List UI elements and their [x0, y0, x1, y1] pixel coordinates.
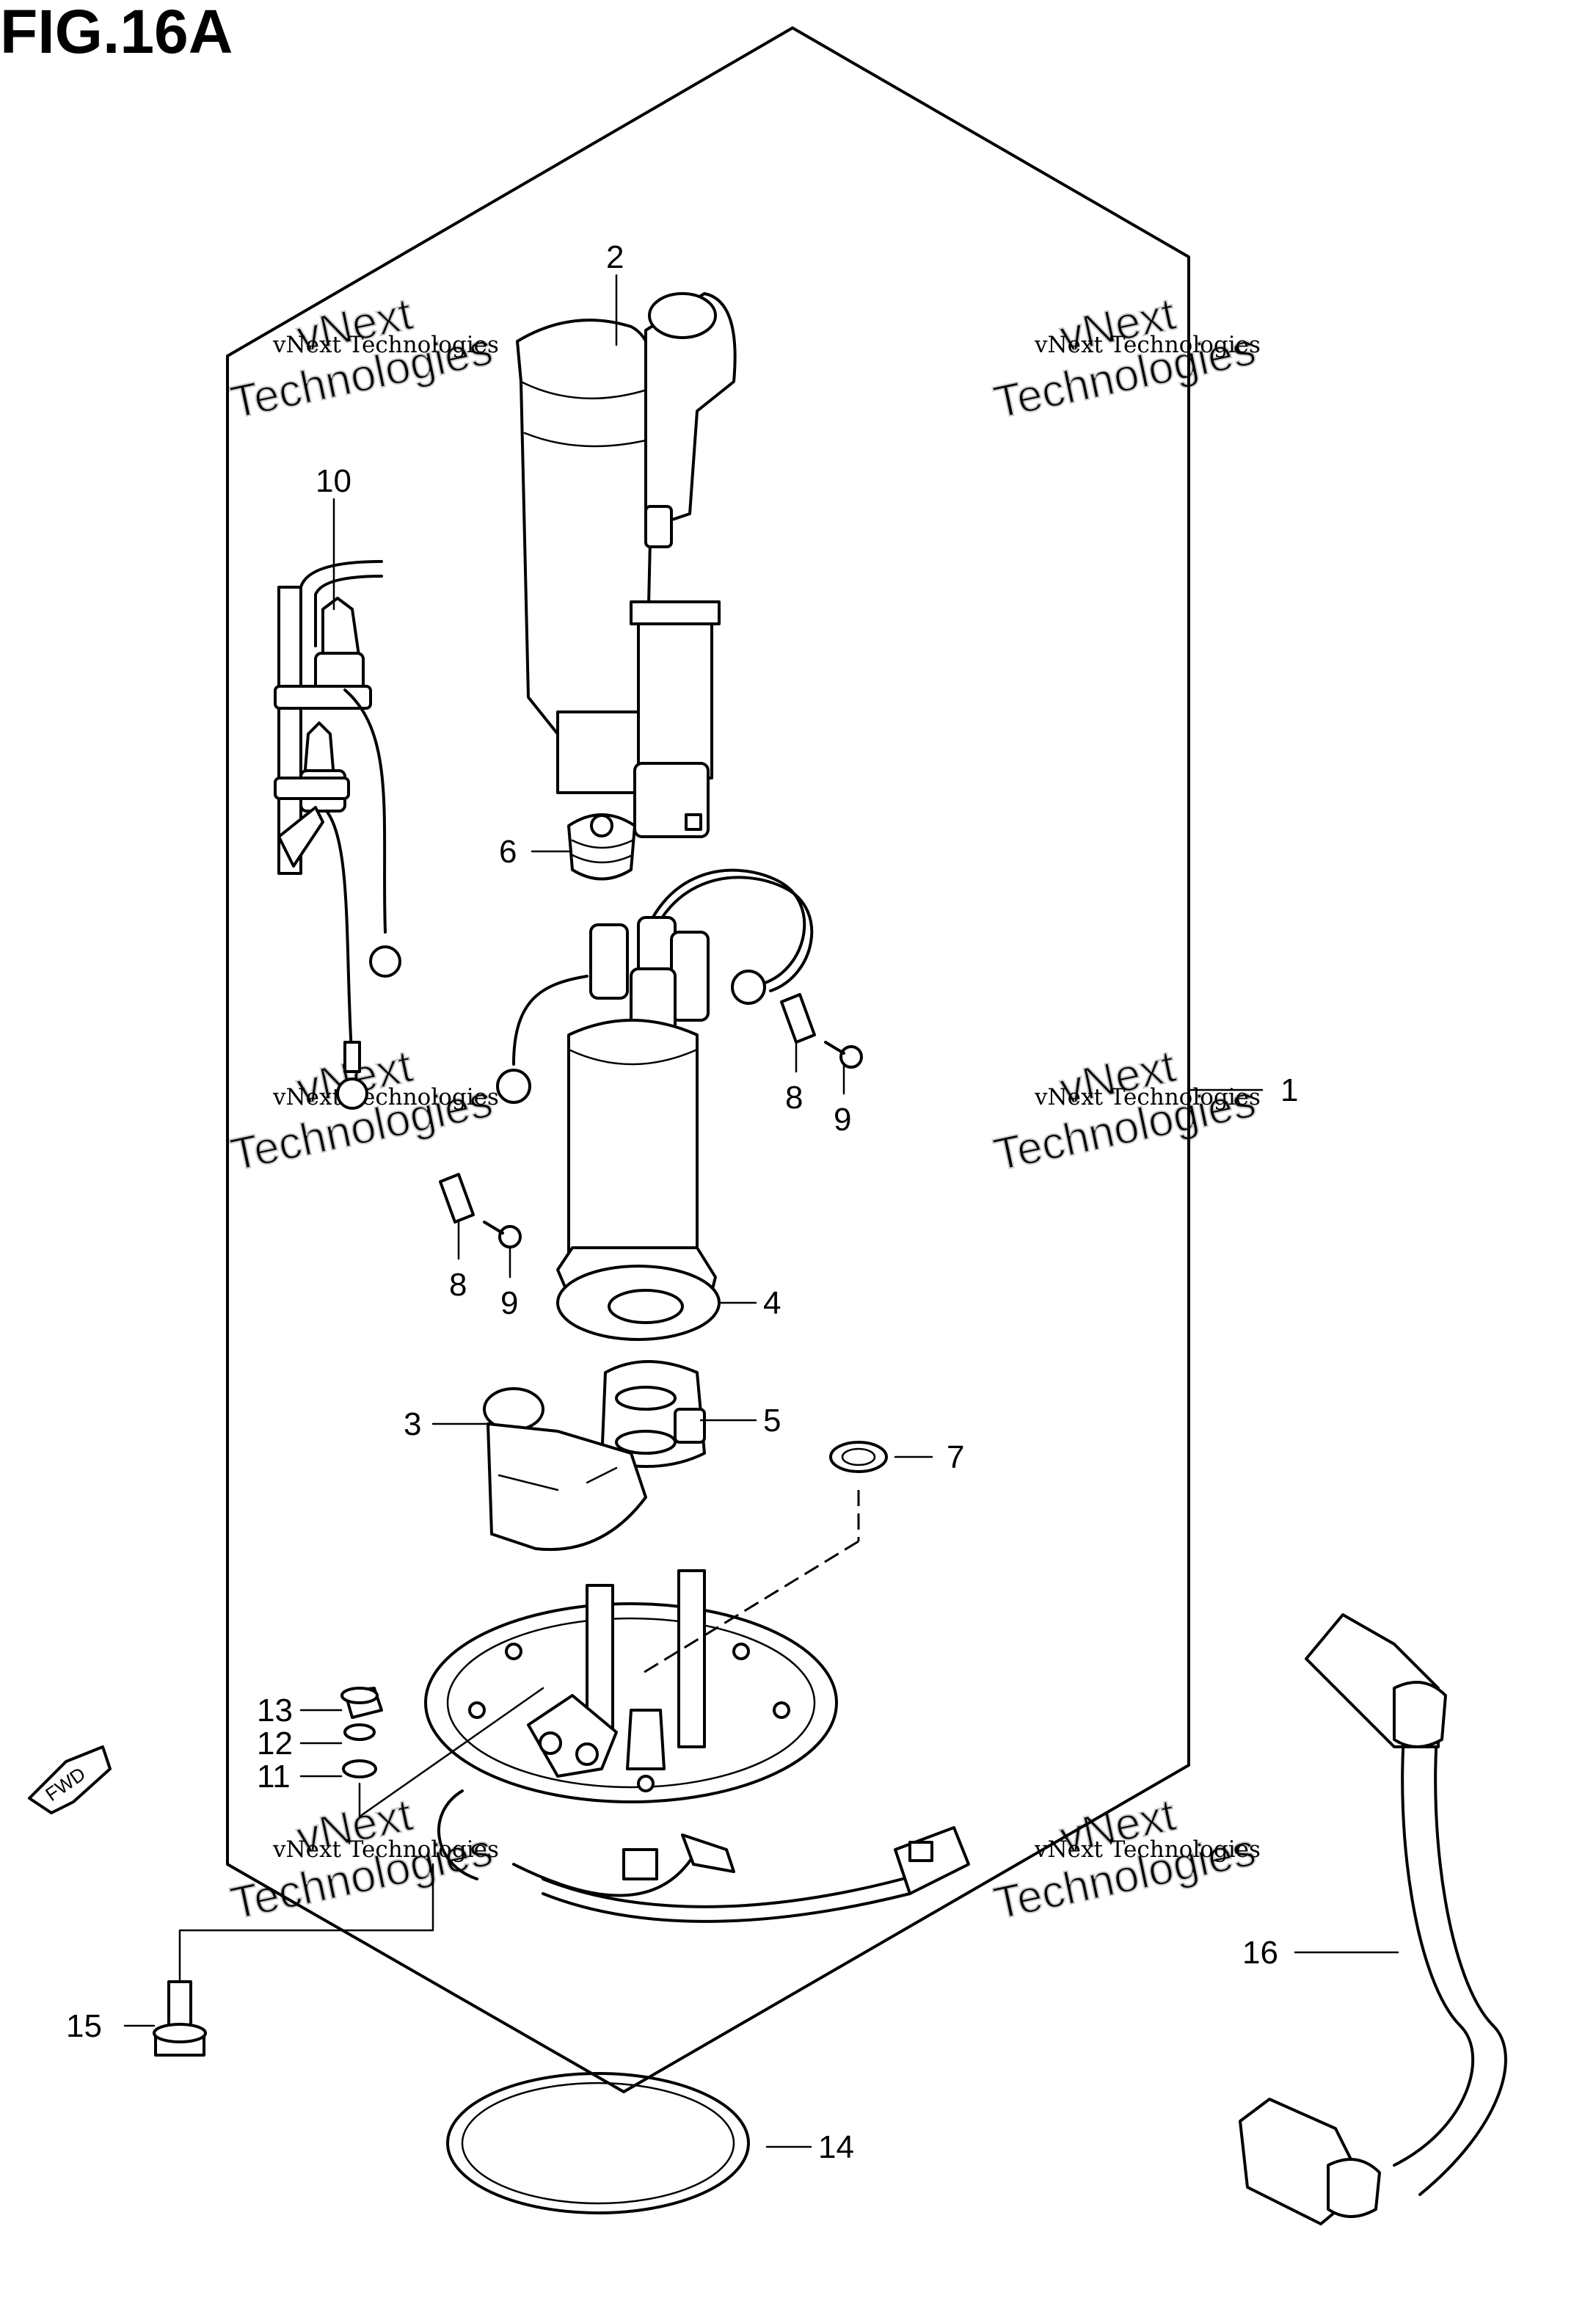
part-7-o-ring: [829, 1441, 888, 1473]
callout-labels: 1 2 3 4 5 6 7 8 8 9 9 10 11 12 13 14 15 …: [66, 239, 1298, 2165]
part-9-screw-lower: [483, 1221, 522, 1248]
relation-lines: [641, 1490, 860, 1675]
watermark-bottom-right: Technologies vNext vNext Technologies: [989, 1789, 1261, 1930]
callout-16: 16: [1242, 1935, 1278, 1971]
callout-8-upper: 8: [785, 1080, 803, 1116]
watermark-small-text: vNext Technologies: [272, 1836, 499, 1863]
connector-harness: [542, 1826, 970, 1923]
callout-11: 11: [257, 1759, 291, 1795]
part-4-bracket-ring: [556, 1265, 721, 1341]
part-6-filter: [567, 813, 636, 881]
part-8-clip-lower: [439, 1173, 475, 1224]
part-15-bolt: [153, 1980, 207, 2057]
callout-2: 2: [606, 239, 624, 275]
callout-8-lower: 8: [449, 1267, 467, 1303]
callout-4: 4: [763, 1285, 781, 1321]
callout-10: 10: [316, 463, 351, 499]
callout-9-upper: 9: [834, 1102, 851, 1138]
callout-9-lower: 9: [500, 1285, 518, 1321]
watermark-small-text: vNext Technologies: [272, 332, 499, 358]
part-14-gasket: [446, 2072, 750, 2214]
watermark-small-text: vNext Technologies: [1034, 1084, 1261, 1110]
callout-3: 3: [404, 1406, 421, 1442]
callout-14: 14: [818, 2129, 854, 2165]
watermark-small-text: vNext Technologies: [1034, 1836, 1261, 1863]
assembly-boundary: [226, 26, 1190, 2093]
part-12-washer: [343, 1723, 376, 1741]
part-2-pump-housing: [516, 292, 737, 838]
watermark-top-left: Technologies vNext vNext Technologies: [226, 288, 499, 429]
watermark-bottom-left: Technologies vNext vNext Technologies: [226, 1789, 499, 1930]
callout-13: 13: [257, 1693, 293, 1728]
part-9-screw-upper: [824, 1041, 863, 1069]
callout-6: 6: [499, 834, 517, 870]
pump-wire-harness: [496, 868, 814, 1104]
callout-15: 15: [66, 2008, 102, 2044]
callout-5: 5: [763, 1403, 781, 1439]
watermark-small-text: vNext Technologies: [272, 1084, 499, 1110]
callout-7: 7: [947, 1439, 964, 1475]
part-13-nut: [340, 1687, 383, 1719]
callout-12: 12: [257, 1726, 293, 1762]
watermark-mid-left: Technologies vNext vNext Technologies: [226, 1040, 499, 1181]
part-11-washer: [342, 1759, 377, 1778]
watermark-small-text: vNext Technologies: [1034, 332, 1261, 358]
leader-lines: [123, 274, 1399, 2148]
part-8-clip-upper: [780, 993, 816, 1044]
part-3-holder-bracket: [483, 1387, 647, 1552]
part-16-fuel-hose: [1239, 1613, 1507, 2225]
watermark-top-right: Technologies vNext vNext Technologies: [989, 288, 1261, 429]
watermark-mid-right: Technologies vNext vNext Technologies: [989, 1040, 1261, 1181]
base-flange-plate: [424, 1569, 838, 1897]
part-10-sensor-wiring: [274, 560, 401, 1110]
fwd-arrow-icon: FWD: [28, 1745, 112, 1814]
callout-1: 1: [1280, 1072, 1298, 1108]
figure-title: FIG.16A: [0, 0, 233, 66]
